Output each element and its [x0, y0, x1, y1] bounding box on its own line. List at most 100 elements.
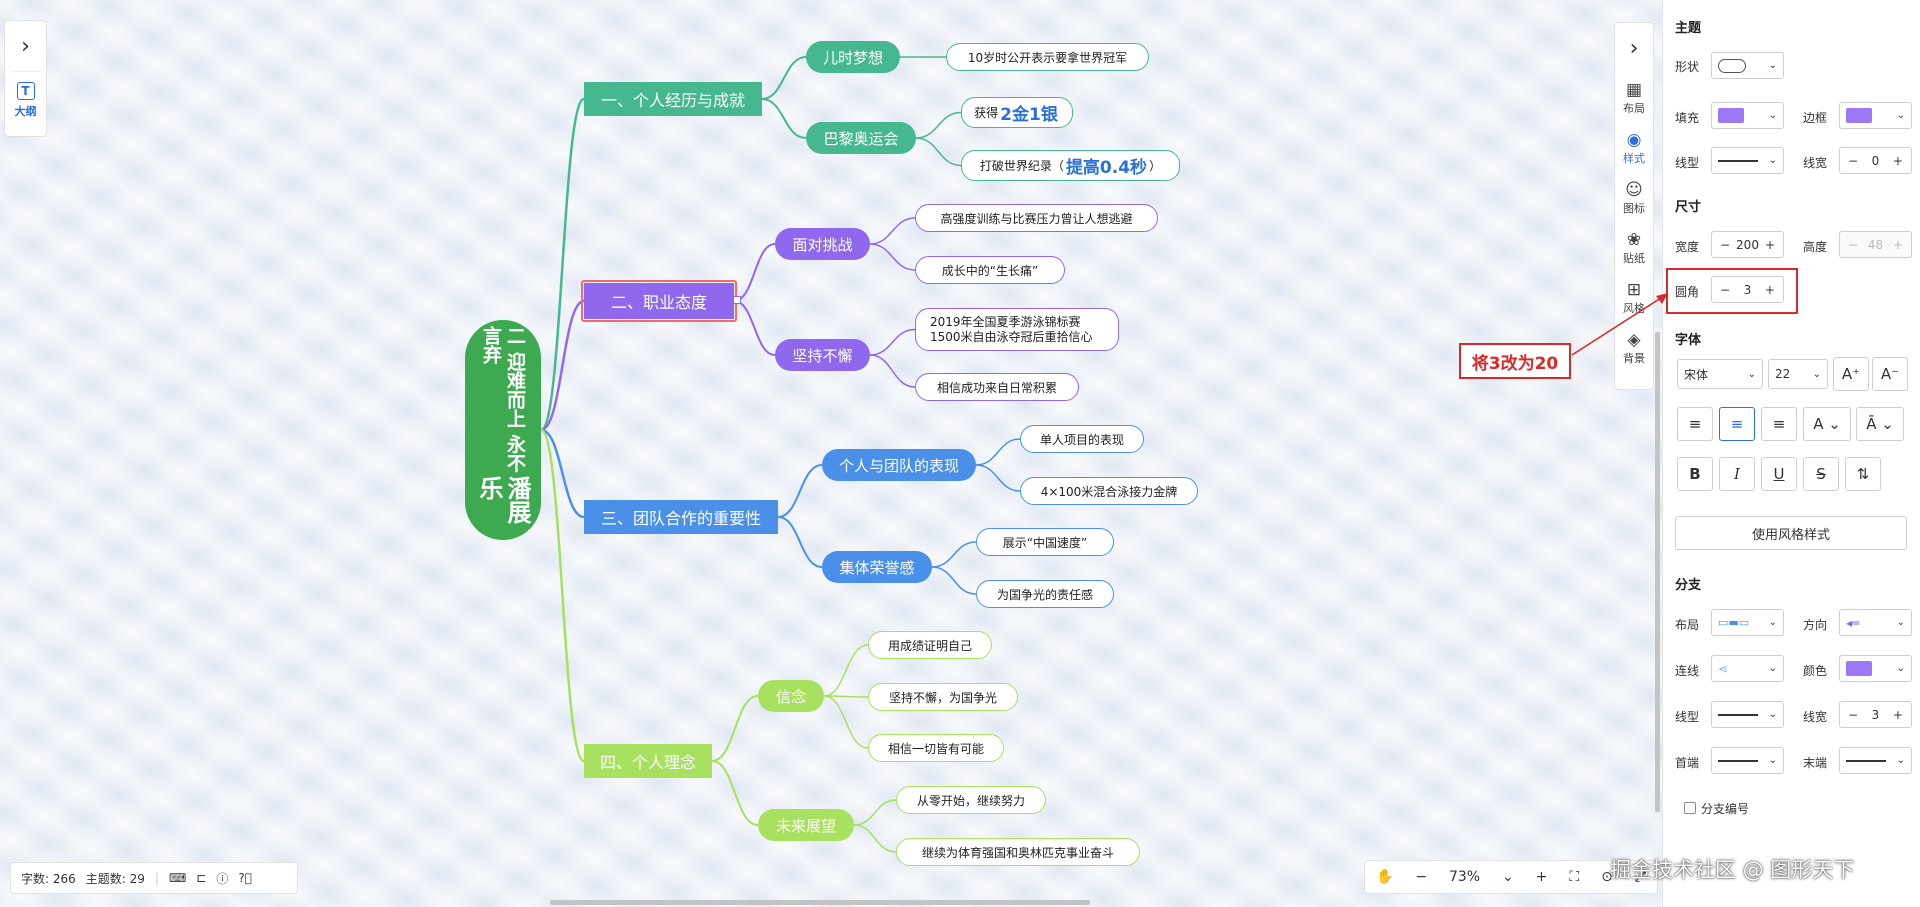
branch-layout-select[interactable]: ▭▬▭⌄ — [1711, 609, 1784, 636]
height-value[interactable]: 48 — [1867, 237, 1884, 252]
outline-label[interactable]: 大纲 — [14, 105, 37, 118]
expand-chevron-icon[interactable]: › — [21, 33, 30, 59]
leaf-responsibility[interactable]: 为国争光的责任感 — [976, 580, 1114, 608]
strikethrough-button[interactable]: S — [1803, 457, 1839, 491]
branch-color-select[interactable]: ⌄ — [1839, 655, 1912, 682]
minus-icon[interactable]: − — [1848, 707, 1859, 722]
minus-icon[interactable]: − — [1720, 282, 1731, 297]
align-left-button[interactable]: ≡ — [1677, 407, 1713, 441]
locate-icon[interactable]: ⊙ — [1601, 869, 1613, 885]
subtopic-individual-team[interactable]: 个人与团队的表现 — [822, 449, 976, 481]
bold-button[interactable]: B — [1677, 457, 1713, 491]
leaf-childhood[interactable]: 10岁时公开表示要拿世界冠军 — [946, 43, 1149, 71]
zoom-value[interactable]: 73% — [1448, 869, 1481, 885]
leaf-start-from-zero[interactable]: 从零开始，继续努力 — [896, 786, 1046, 814]
subtopic-future[interactable]: 未来展望 — [758, 809, 854, 841]
fill-color-select[interactable]: ⌄ — [1711, 102, 1784, 129]
use-style-button[interactable]: 使用风格样式 — [1675, 516, 1907, 550]
info-icon[interactable]: ⓘ — [216, 871, 229, 886]
plus-icon[interactable]: + — [1892, 707, 1903, 722]
hand-icon[interactable]: ✋ — [1375, 869, 1394, 885]
topic-1[interactable]: 一、个人经历与成就 — [584, 82, 762, 116]
plus-icon[interactable]: + — [1764, 282, 1775, 297]
zoom-in-icon[interactable]: + — [1535, 869, 1548, 885]
mindmap-canvas[interactable]: 二 迎难而上 永不言弃 潘展乐 一、个人经历与成就 二、职业态度 三、团队合作的… — [0, 0, 1662, 907]
width-stepper[interactable]: −200 + — [1711, 231, 1784, 258]
subtopic-childhood-dream[interactable]: 儿时梦想 — [806, 41, 900, 73]
tool-icon[interactable]: ☺图标 — [1623, 173, 1645, 223]
italic-button[interactable]: I — [1719, 457, 1755, 491]
start-cap-select[interactable]: ⌄ — [1711, 747, 1784, 774]
tool-style[interactable]: ◉样式 — [1623, 123, 1645, 173]
branch-line-select[interactable]: ⌄ — [1711, 701, 1784, 728]
tool-background[interactable]: ◈背景 — [1623, 323, 1645, 373]
zoom-out-icon[interactable]: − — [1415, 869, 1428, 885]
underline-button[interactable]: U — [1761, 457, 1797, 491]
fullscreen-icon[interactable]: ⤢ — [1634, 869, 1646, 885]
plus-icon[interactable]: + — [1764, 237, 1775, 252]
topic-2[interactable]: 二、职业态度 — [584, 283, 734, 319]
chevron-down-icon[interactable]: ⌄ — [1502, 869, 1514, 885]
leaf-growing-pains[interactable]: 成长中的“生长痛” — [915, 256, 1065, 284]
branch-width-value[interactable]: 3 — [1871, 707, 1880, 722]
branch-width-stepper[interactable]: −3 + — [1839, 701, 1912, 728]
direction-select[interactable]: ◂═⌄ — [1839, 609, 1912, 636]
leaf-persist-glory[interactable]: 坚持不懈，为国争光 — [868, 683, 1018, 711]
topic-4[interactable]: 四、个人理念 — [584, 744, 712, 778]
radius-stepper[interactable]: −3 + — [1711, 276, 1784, 303]
leaf-prove-yourself[interactable]: 用成绩证明自己 — [868, 631, 992, 659]
vertical-scrollbar[interactable] — [1655, 332, 1660, 812]
connector-select[interactable]: ⋖⌄ — [1711, 655, 1784, 682]
minus-icon[interactable]: − — [1720, 237, 1731, 252]
subtopic-belief[interactable]: 信念 — [758, 680, 824, 712]
width-value[interactable]: 200 — [1736, 237, 1759, 252]
border-color-select[interactable]: ⌄ — [1839, 102, 1912, 129]
subtopic-facing-challenges[interactable]: 面对挑战 — [775, 228, 870, 260]
branch-numbering-checkbox[interactable] — [1684, 802, 1696, 814]
collapse-handle[interactable] — [733, 296, 741, 304]
horizontal-scrollbar[interactable] — [550, 900, 1090, 905]
subtopic-collective-honor[interactable]: 集体荣誉感 — [822, 551, 932, 583]
subtopic-paris-olympics[interactable]: 巴黎奥运会 — [806, 122, 916, 154]
align-right-button[interactable]: ≡ — [1761, 407, 1797, 441]
radius-value[interactable]: 3 — [1743, 282, 1752, 297]
height-stepper[interactable]: −48 + — [1839, 231, 1912, 258]
end-cap-select[interactable]: ⌄ — [1839, 747, 1912, 774]
tool-layout[interactable]: ▦布局 — [1623, 73, 1645, 123]
leaf-sports-power[interactable]: 继续为体育强国和奥林匹克事业奋斗 — [896, 838, 1140, 866]
minus-icon[interactable]: − — [1848, 237, 1859, 252]
font-color-button[interactable]: A ⌄ — [1803, 407, 1851, 441]
align-center-button[interactable]: ≡ — [1719, 407, 1755, 441]
leaf-daily-accumulation[interactable]: 相信成功来自日常积累 — [915, 373, 1079, 401]
structure-icon[interactable]: ⊏ — [196, 871, 207, 885]
highlight-color-button[interactable]: Ā ⌄ — [1856, 407, 1904, 441]
topic-3[interactable]: 三、团队合作的重要性 — [584, 500, 778, 534]
sort-button[interactable]: ⇅ — [1845, 457, 1881, 491]
line-width-stepper[interactable]: −0 + — [1839, 147, 1912, 174]
shape-select[interactable]: ⌄ — [1711, 52, 1784, 79]
font-size-select[interactable]: 22⌄ — [1768, 359, 1828, 389]
outline-icon[interactable]: T — [16, 82, 35, 100]
line-type-select[interactable]: ⌄ — [1711, 147, 1784, 174]
plus-icon[interactable]: + — [1892, 153, 1903, 168]
leaf-china-speed[interactable]: 展示“中国速度” — [976, 528, 1114, 556]
keyboard-icon[interactable]: ⌨ — [168, 871, 187, 885]
font-decrease-button[interactable]: A⁻ — [1872, 357, 1908, 391]
leaf-relay-gold[interactable]: 4×100米混合泳接力金牌 — [1020, 477, 1198, 505]
leaf-world-record[interactable]: 打破世界纪录（提高0.4秒） — [961, 150, 1180, 181]
leaf-everything-possible[interactable]: 相信一切皆有可能 — [868, 734, 1004, 762]
root-topic[interactable]: 二 迎难而上 永不言弃 潘展乐 — [465, 320, 541, 540]
tool-sticker[interactable]: ❀贴纸 — [1623, 223, 1645, 273]
leaf-pressure[interactable]: 高强度训练与比赛压力曾让人想逃避 — [915, 204, 1158, 232]
fit-screen-icon[interactable]: ⛶ — [1569, 869, 1580, 885]
subtopic-perseverance[interactable]: 坚持不懈 — [775, 339, 870, 371]
font-family-select[interactable]: 宋体⌄ — [1677, 359, 1763, 389]
collapse-chevron-icon[interactable]: › — [1629, 35, 1639, 61]
help-icon[interactable]: ?⃝ — [238, 871, 252, 885]
plus-icon[interactable]: + — [1892, 237, 1903, 252]
minus-icon[interactable]: − — [1848, 153, 1859, 168]
line-width-value[interactable]: 0 — [1871, 153, 1880, 168]
font-increase-button[interactable]: A⁺ — [1833, 357, 1869, 391]
